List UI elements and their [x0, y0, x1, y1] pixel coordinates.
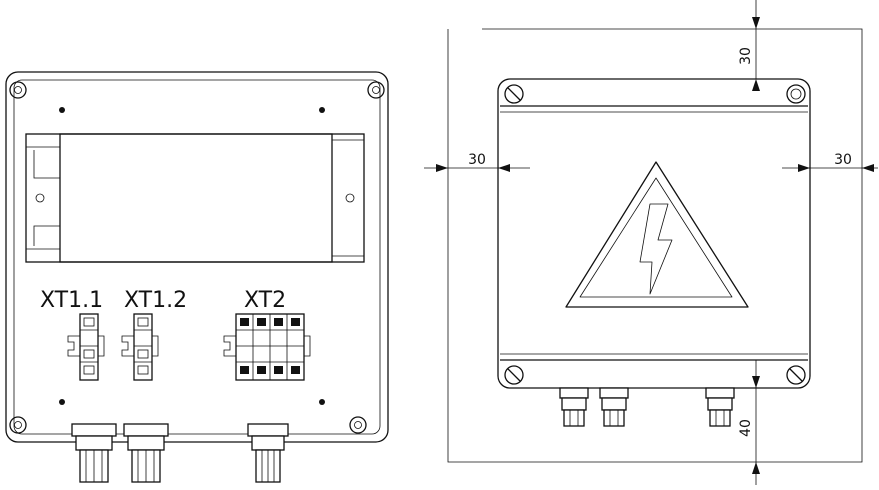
- enclosure-inner-frame: [13, 79, 381, 435]
- enclosure-lid-outer: [497, 78, 811, 389]
- terminal-label-xt1-2: XT1.2: [124, 288, 187, 313]
- din-rail-cover: [25, 133, 365, 263]
- corner-screws: [9, 81, 385, 434]
- dimension-left: 30: [424, 152, 530, 172]
- open-enclosure-view: XT1.1 XT1.2 XT2: [5, 71, 389, 483]
- mounting-holes: [59, 107, 325, 405]
- dimension-left-label: 30: [468, 152, 486, 168]
- cable-gland: [599, 387, 629, 427]
- terminal-block-xt1-1: [67, 313, 105, 381]
- high-voltage-warning-icon: [565, 161, 749, 308]
- clearance-zone-frame: [447, 28, 863, 463]
- cable-glands-left: [71, 423, 289, 483]
- cable-gland: [123, 423, 169, 483]
- terminal-block-xt2: [223, 313, 311, 381]
- terminal-label-xt2: XT2: [244, 288, 286, 313]
- lid-screws: [504, 84, 806, 385]
- enclosure-outer-frame: [5, 71, 389, 443]
- dimension-top-label: 30: [738, 47, 754, 65]
- dimension-right-label: 30: [834, 152, 852, 168]
- cable-glands-right: [559, 387, 735, 427]
- cable-gland: [71, 423, 117, 483]
- terminal-block-xt1-2: [121, 313, 159, 381]
- terminal-label-xt1-1: XT1.1: [40, 288, 103, 313]
- dimension-bottom-label: 40: [738, 419, 754, 437]
- cable-gland: [247, 423, 289, 483]
- cable-gland: [559, 387, 589, 427]
- dimension-right: 30: [782, 152, 878, 172]
- closed-enclosure-view: 30 30 30 40: [424, 0, 878, 485]
- dimension-bottom: 40: [738, 360, 760, 485]
- dimension-top: 30: [738, 0, 760, 91]
- cable-gland: [705, 387, 735, 427]
